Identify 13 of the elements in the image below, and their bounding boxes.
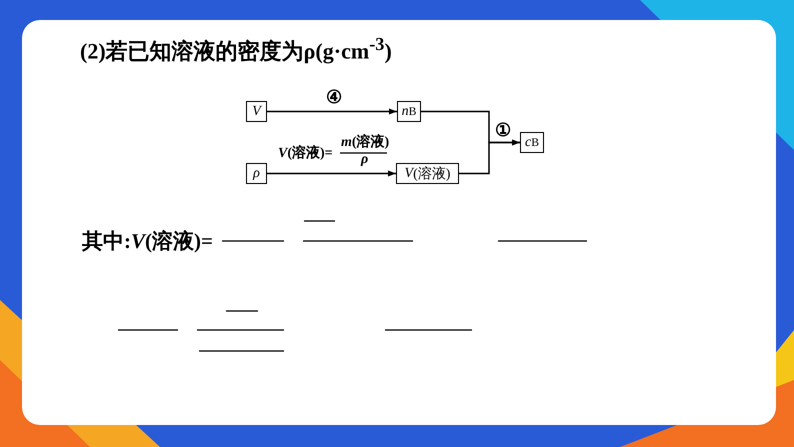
step-number: ① [495, 119, 511, 141]
variable-box: V [246, 101, 267, 122]
arrow [267, 108, 397, 114]
formula-text: 其中:V(溶液)= [82, 228, 213, 255]
arrow [267, 170, 396, 176]
variable-box: ρ [246, 163, 267, 184]
numerator: m(溶液) [341, 133, 390, 151]
step-number: ④ [326, 86, 342, 108]
denominator: ρ [361, 152, 368, 168]
title: (2)若已知溶液的密度为ρ(g·cm$^{-3}$) [80, 34, 392, 66]
variable-box: V(溶液) [396, 163, 459, 184]
formula-text: V(溶液)= [278, 144, 333, 162]
arrow [459, 140, 520, 174]
